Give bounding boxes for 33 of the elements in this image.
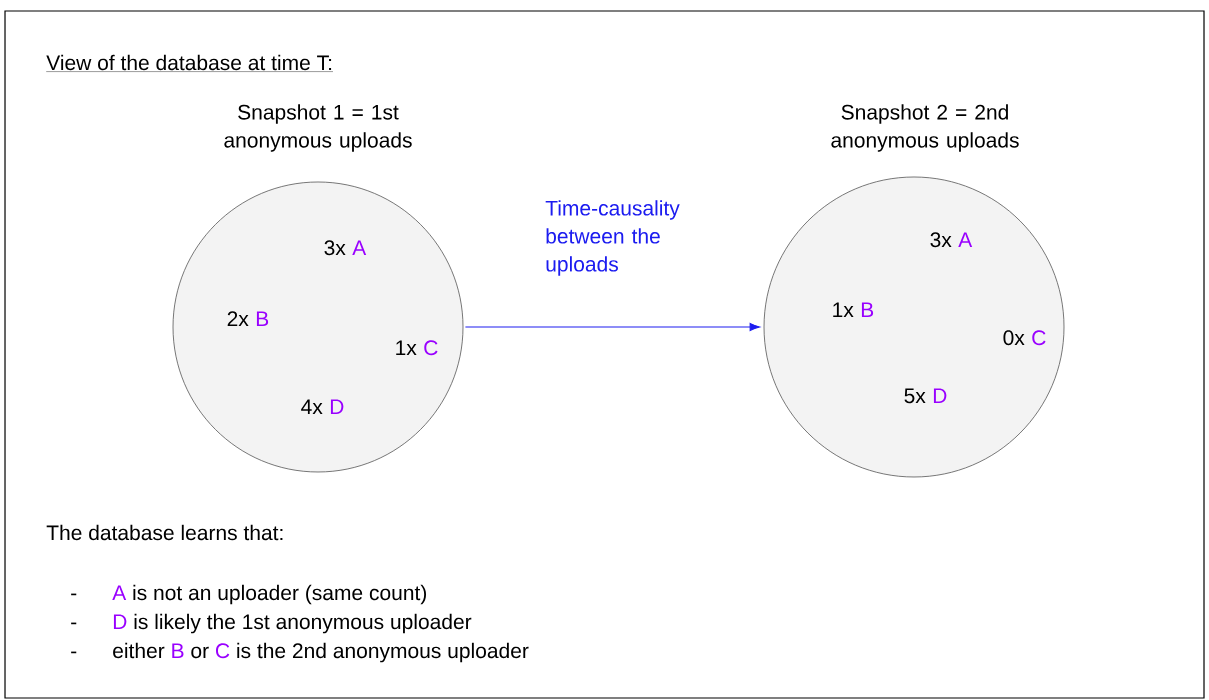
count-text: 3x: [324, 240, 346, 256]
arrow: [464, 322, 761, 332]
letter-label: B: [256, 311, 269, 326]
count-text: 3x: [930, 232, 952, 248]
label: is the 2nd anonymous uploader: [237, 642, 529, 663]
bullet-text: A is not an uploader (same count): [112, 584, 427, 605]
label: or: [191, 646, 209, 659]
circle-heading: Snapshot 2 = 2nd anonymous uploads: [831, 104, 1019, 152]
edge-label: Time-causality between the uploads: [545, 200, 680, 276]
letter-label: D: [933, 388, 947, 403]
count-text: 0x: [1003, 330, 1025, 346]
count-text: 1x: [833, 302, 854, 317]
bullet-text: either B or C is the 2nd anonymous uploader: [113, 642, 529, 663]
label: either: [113, 642, 165, 659]
letter-label: D: [330, 399, 344, 414]
circle-heading: Snapshot 1 = 1st anonymous uploads: [224, 104, 412, 152]
intro-text: The database learns that:: [46, 524, 283, 541]
letter-label: A: [352, 240, 367, 255]
letter-label: A: [958, 232, 973, 247]
list-dash: -: [71, 593, 77, 596]
count-text: 4x: [301, 399, 323, 414]
letter-label: C: [1032, 330, 1046, 346]
count-text: 5x: [904, 388, 926, 404]
list-dash: -: [71, 651, 77, 654]
heading-text: View of the database at time T:: [46, 54, 334, 72]
count-text: 1x: [396, 340, 417, 355]
letter-label: B: [861, 302, 874, 317]
label: B: [172, 643, 184, 658]
letter-label: C: [424, 340, 438, 356]
list-dash: -: [71, 622, 77, 625]
bullet-text: D is likely the 1st anonymous uploader: [113, 613, 472, 634]
count-text: 2x: [227, 311, 249, 326]
label: C: [215, 643, 230, 659]
